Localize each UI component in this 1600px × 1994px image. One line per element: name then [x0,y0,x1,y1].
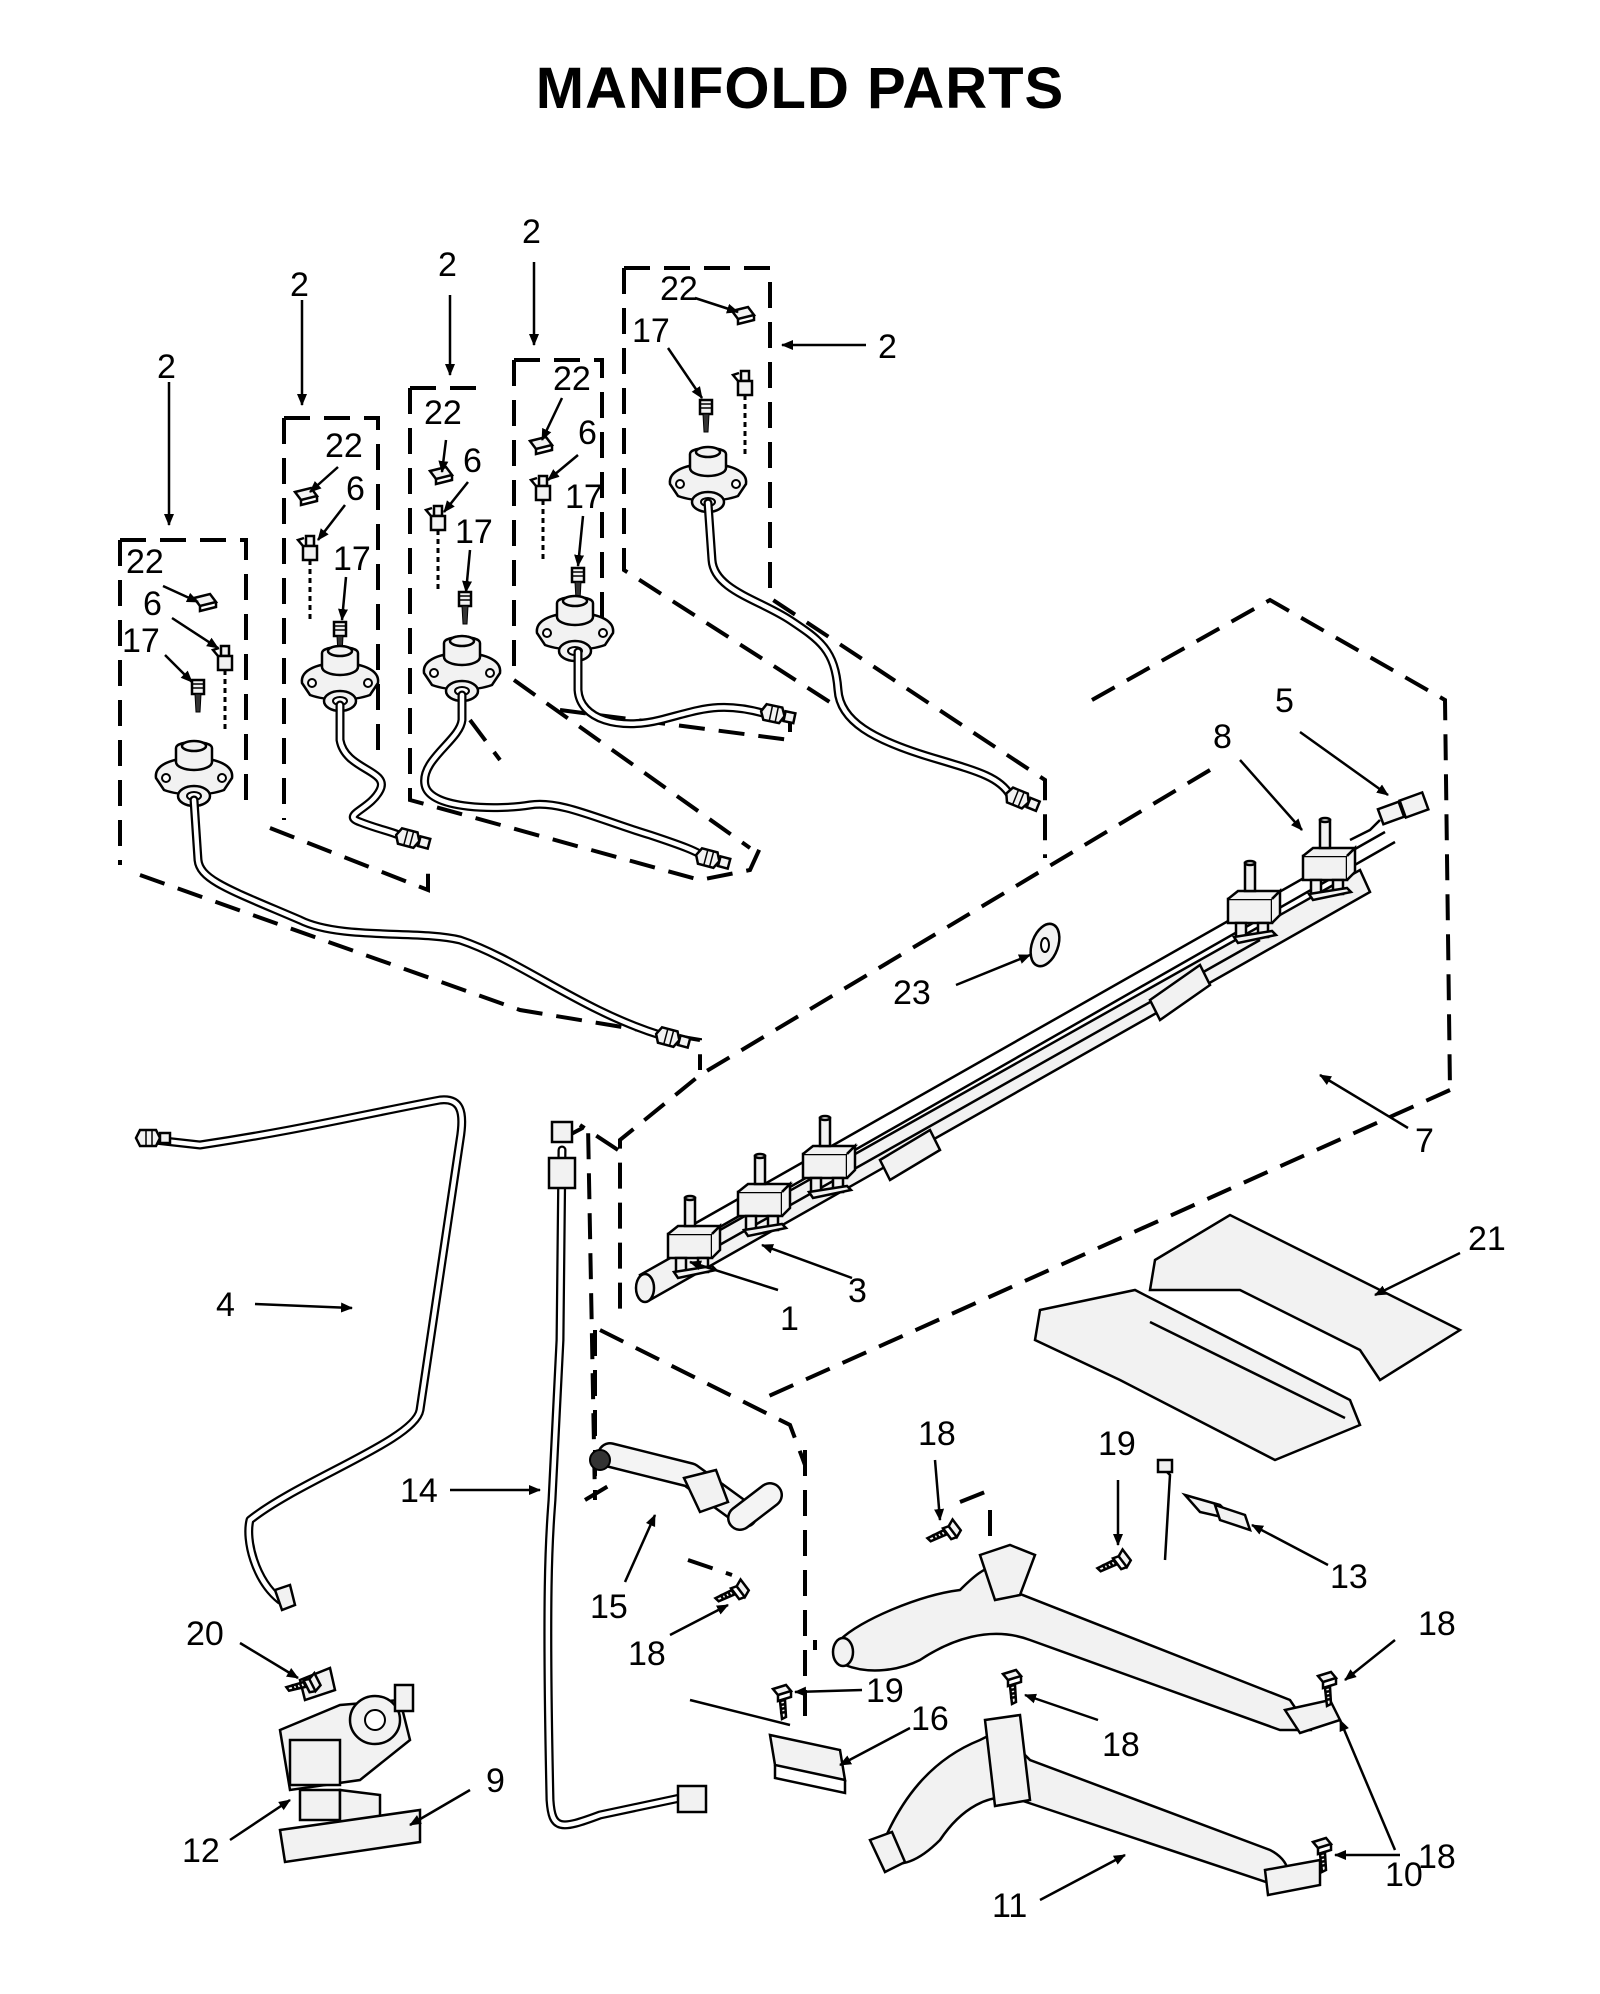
callout-12: 12 [182,1832,220,1870]
callout-17-a: 17 [122,622,160,660]
callout-18-d: 18 [1102,1726,1140,1764]
callout-22-b: 22 [325,427,363,465]
callout-2-e: 2 [878,328,897,366]
callout-15: 15 [590,1588,628,1626]
wiring-connector-5 [1349,790,1430,842]
screw-19-b [771,1683,793,1721]
burner-group-2-outline [269,416,430,893]
bracket-16 [689,1698,847,1795]
callout-23: 23 [893,974,931,1012]
callout-1: 1 [780,1300,799,1338]
callout-2-c: 2 [438,246,457,284]
leader-arrows [162,262,1461,1902]
callout-3: 3 [848,1272,867,1310]
fitting-15 [589,1442,783,1531]
callout-18-b: 18 [918,1415,956,1453]
burner-tube-10 [831,1543,1342,1735]
callout-18-a: 18 [628,1635,666,1673]
manifold-assembly-outline [578,597,1452,1402]
callout-17-e: 17 [632,312,670,350]
callout-6-d: 6 [578,414,597,452]
burner-group-5-outline [622,266,1047,858]
callout-18-c: 18 [1418,1605,1456,1643]
callout-2-d: 2 [522,213,541,251]
callout-6-a: 6 [143,585,162,623]
callout-2-a: 2 [157,348,176,386]
callout-5: 5 [1275,682,1294,720]
burner-group-4-outline [512,358,792,850]
burner-valve-5 [668,305,1043,815]
callout-18-e: 18 [1418,1838,1456,1876]
callout-16: 16 [911,1700,949,1738]
callout-14: 14 [400,1472,438,1510]
burner-valve-4 [528,435,798,729]
burner-tube-11 [868,1713,1322,1897]
burner-valve-2 [293,486,433,853]
callout-6-c: 6 [463,442,482,480]
tube-4 [134,1095,467,1612]
seal-23 [1029,922,1061,968]
burner-group-1-outline [118,538,702,1070]
callout-19-b: 19 [866,1672,904,1710]
burner-group-3-outline [408,386,762,883]
callout-13: 13 [1330,1558,1368,1596]
callout-17-c: 17 [455,513,493,551]
callout-17-d: 17 [565,478,603,516]
callout-7: 7 [1415,1122,1434,1160]
burner-shield-21 [1033,1213,1463,1462]
callout-6-b: 6 [346,470,365,508]
screw-18-a [923,1516,964,1548]
callout-17-b: 17 [333,540,371,578]
burner-valve-1 [154,592,693,1052]
callout-2-b: 2 [290,266,309,304]
screw-19-a [1093,1546,1134,1578]
pressure-regulator-12 [278,1666,422,1864]
callout-4: 4 [216,1286,235,1324]
callout-22-e: 22 [660,270,698,308]
igniter-13 [1156,1458,1252,1561]
page-title: MANIFOLD PARTS [535,56,1065,121]
burner-valve-3 [420,465,733,873]
screw-18-c [1001,1668,1023,1706]
callout-22-d: 22 [553,360,591,398]
callout-22-a: 22 [126,543,164,581]
main-manifold [634,790,1430,1304]
callout-8: 8 [1213,718,1232,756]
callout-19-a: 19 [1098,1425,1136,1463]
callout-21: 21 [1468,1220,1506,1258]
tube-14 [543,1120,708,1830]
callout-20: 20 [186,1615,224,1653]
callout-9: 9 [486,1762,505,1800]
callout-22-c: 22 [424,394,462,432]
callout-11: 11 [992,1887,1027,1925]
callout-10: 10 [1385,1856,1423,1894]
callout-labels: 2 2 2 2 2 22 22 22 22 22 6 6 6 6 17 17 1… [122,213,1506,1925]
screw-18-b [711,1576,752,1608]
